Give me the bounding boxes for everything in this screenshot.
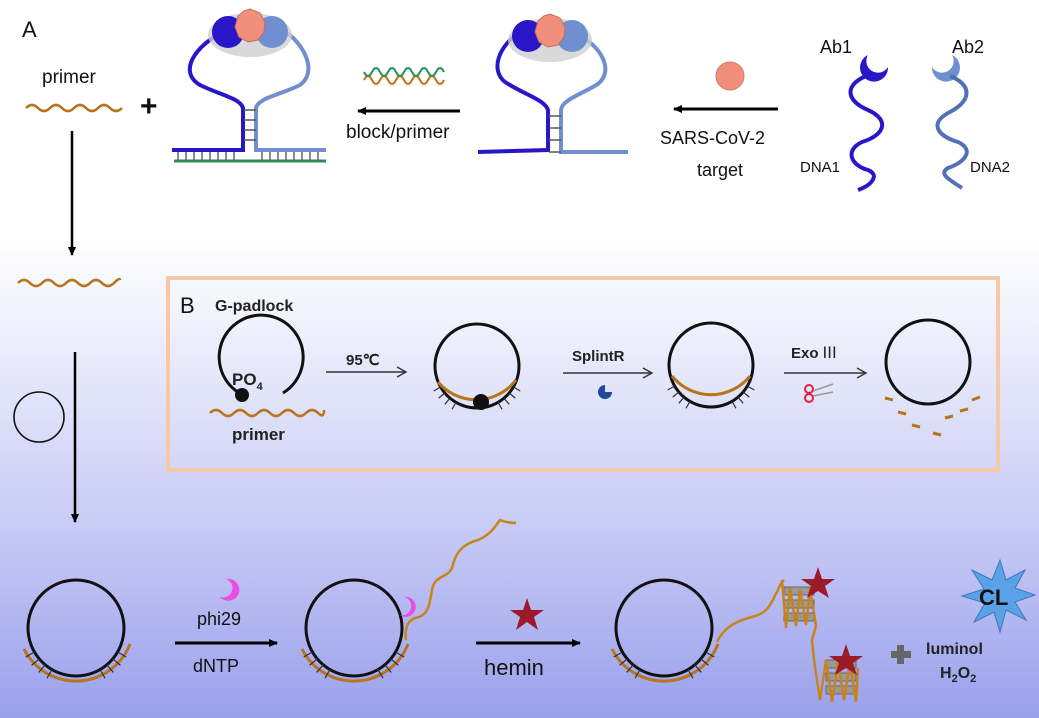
base-pair-rung — [672, 391, 680, 398]
base-pair-rung — [31, 658, 40, 666]
g-quadruplex-2 — [812, 644, 863, 703]
base-pair-rung — [700, 658, 709, 666]
base-pair-rung — [685, 401, 691, 409]
base-pair-rung — [503, 397, 510, 405]
cl-label: CL — [979, 585, 1008, 610]
panel-b-box — [166, 276, 1000, 472]
dna2-strand — [935, 74, 969, 190]
dna2-label: DNA2 — [970, 159, 1010, 176]
base-pair-rung — [46, 669, 53, 679]
g-padlock-label: G-padlock — [215, 298, 293, 315]
splintr-label: SplintR — [572, 348, 625, 365]
splintr-ligase-icon — [598, 385, 612, 399]
base-pair-rung — [451, 402, 457, 410]
panel-a-label: A — [22, 17, 37, 42]
ab1-label: Ab1 — [820, 37, 852, 57]
base-pair-rung — [324, 669, 331, 679]
panel-b-label: B — [180, 293, 195, 318]
base-pair-rung — [444, 397, 451, 405]
base-pair-rung — [438, 392, 446, 399]
primer-strand — [25, 103, 123, 113]
sars-cov-2-target-icon — [715, 61, 745, 91]
base-pair-rung — [25, 651, 35, 658]
base-pair-rung — [106, 664, 114, 673]
hybridized-padlock — [433, 322, 521, 410]
cl-burst-icon — [960, 558, 1037, 634]
target-label-line2: target — [697, 160, 743, 180]
ligated-padlock — [667, 321, 755, 409]
step-95c-label: 95℃ — [346, 352, 380, 369]
base-pair-rung — [731, 401, 737, 409]
g-quadruplex-product — [610, 567, 863, 703]
base-pair-rung — [497, 402, 503, 410]
base-pair-rung — [678, 396, 685, 404]
base-pair-rung — [433, 386, 441, 392]
base-pair-rung — [626, 664, 634, 673]
base-pair-rung — [705, 651, 715, 658]
ab2-crescent-icon — [931, 55, 960, 82]
g-padlock-strand — [217, 313, 305, 397]
degraded-primer-fragments — [884, 395, 981, 437]
b-primer-label: primer — [232, 425, 285, 444]
dntp-label: dNTP — [193, 656, 239, 676]
base-pair-rung — [377, 669, 384, 679]
base-pair-rung — [619, 658, 628, 666]
base-pair-rung — [687, 669, 694, 679]
target-label-line1: SARS-CoV-2 — [660, 128, 765, 148]
phi29-polymerase-icon — [220, 578, 240, 601]
base-pair-rung — [667, 385, 675, 391]
block-primer-label: block/primer — [346, 122, 450, 143]
rca-product — [300, 518, 517, 683]
base-pair-rung — [303, 651, 313, 658]
plus-sign-gray — [891, 645, 911, 664]
base-pair-rung — [112, 658, 121, 666]
base-pair-rung — [737, 396, 744, 404]
block-primer-duplex-icon — [363, 67, 445, 85]
base-pair-rung — [117, 651, 127, 658]
plus-sign: + — [140, 90, 158, 123]
base-pair-rung — [309, 658, 318, 666]
po4-label: PO4 — [232, 370, 264, 393]
base-pair-rung — [613, 651, 623, 658]
released-primer-strand — [17, 277, 122, 288]
ab1-crescent-icon — [860, 55, 889, 82]
base-pair-rung — [316, 664, 324, 673]
dna1-strand — [848, 74, 885, 192]
phi29-label: phi29 — [197, 609, 241, 629]
base-pair-rung — [395, 651, 405, 658]
h2o2-label: H2O2 — [940, 665, 976, 685]
hemin-star-icon — [510, 598, 544, 630]
base-pair-rung — [634, 669, 641, 679]
base-pair-rung — [694, 664, 702, 673]
final-padlock-circle — [884, 318, 972, 406]
base-pair-rung — [38, 664, 46, 673]
phosphate-group-icon-2 — [473, 394, 489, 410]
padlock-circle-icon — [13, 391, 65, 443]
dna1-label: DNA1 — [800, 159, 840, 176]
base-pair-rung — [99, 669, 106, 679]
base-pair-rung — [390, 658, 399, 666]
scissors-icon — [804, 383, 834, 403]
ab2-label: Ab2 — [952, 37, 984, 57]
luminol-label: luminol — [926, 641, 983, 658]
hemin-label: hemin — [484, 655, 544, 680]
base-pair-rung — [513, 386, 521, 392]
b-primer-strand — [209, 408, 326, 418]
primed-padlock — [22, 578, 132, 683]
blocked-complex — [172, 8, 326, 163]
base-pair-rung — [747, 385, 755, 391]
base-pair-rung — [742, 391, 750, 398]
base-pair-rung — [508, 392, 516, 399]
primer-label: primer — [42, 67, 97, 88]
g-quadruplex-1 — [780, 567, 835, 661]
base-pair-rung — [384, 664, 392, 673]
target-protein-icon — [234, 8, 266, 43]
phosphate-group-icon — [235, 388, 249, 402]
sandwich-complex — [477, 13, 628, 154]
